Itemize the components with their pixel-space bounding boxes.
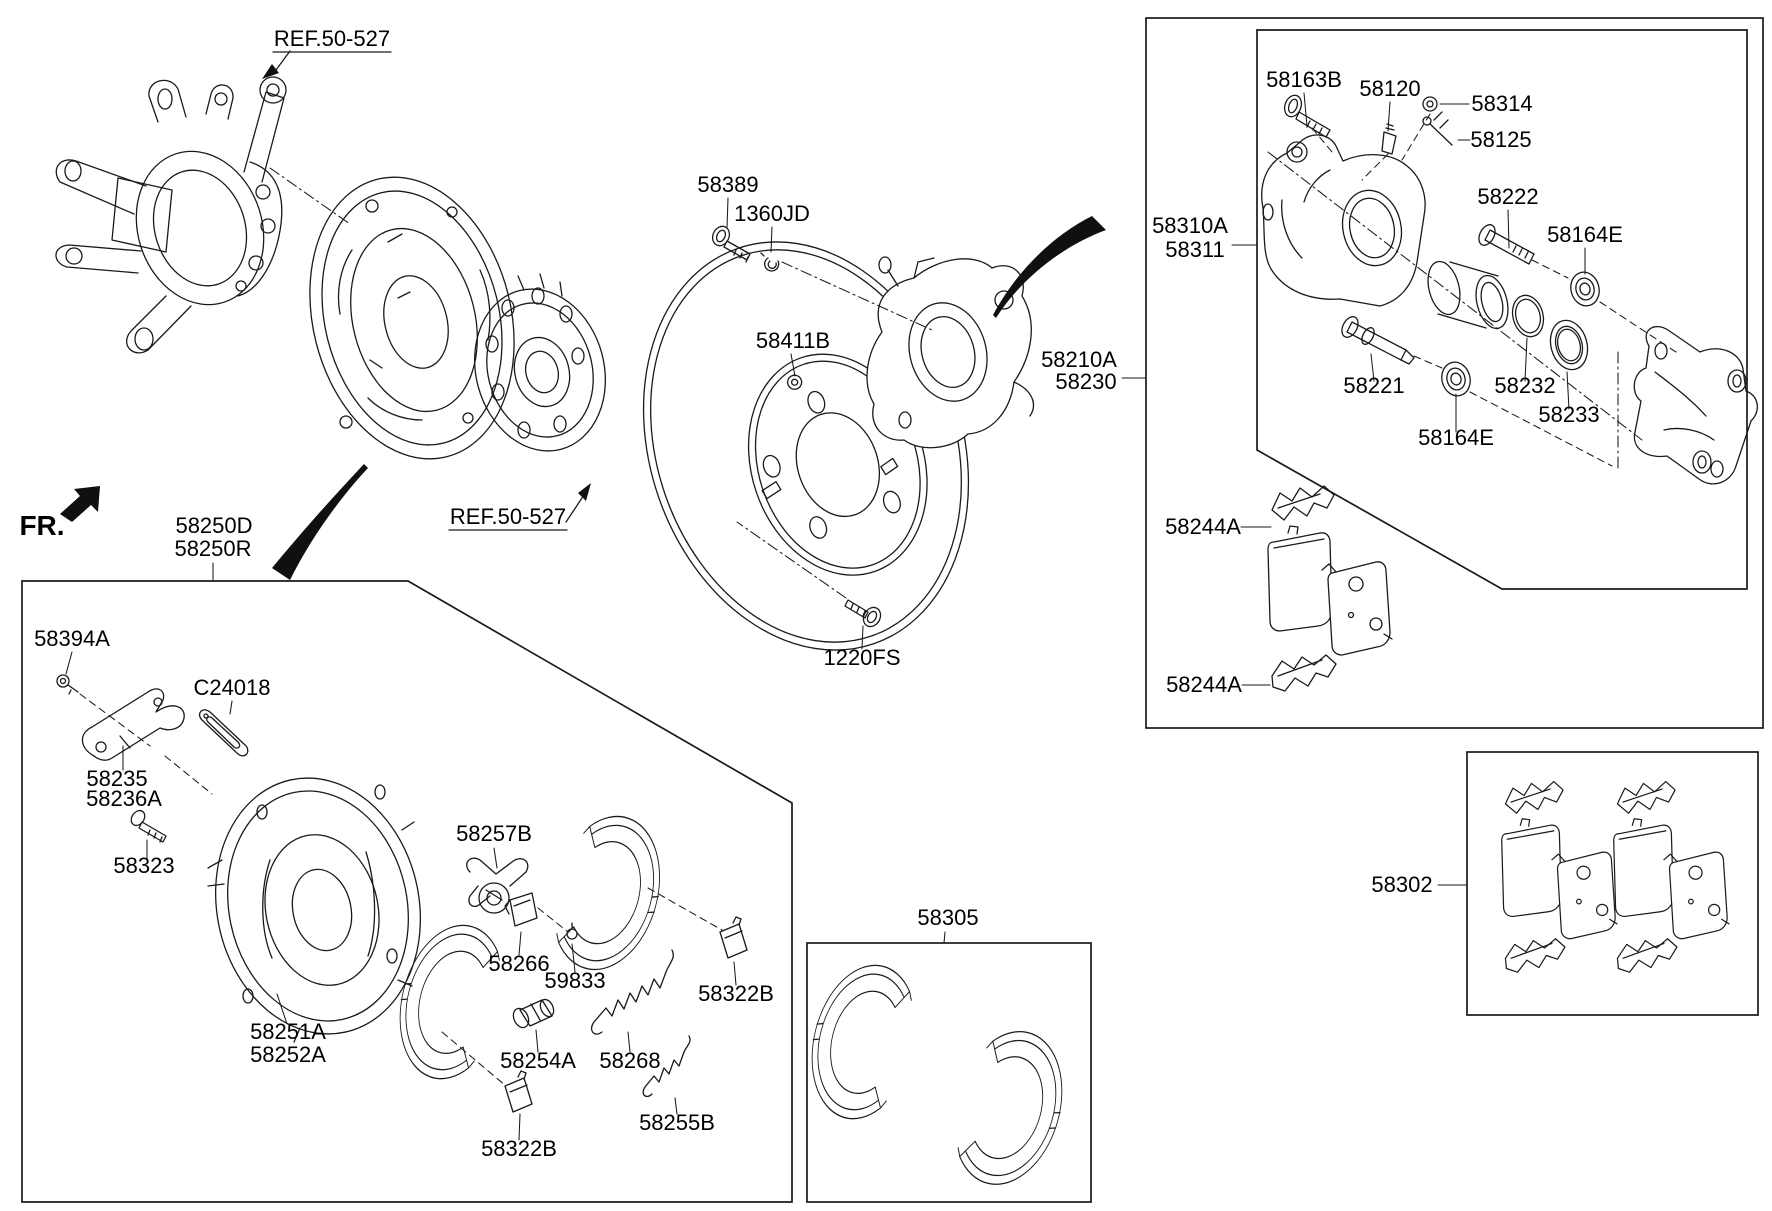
strut-58322b-bottom-drawing [504,1070,533,1113]
bolt-58163b-drawing [1283,94,1331,138]
label-58236a: 58236A [86,786,162,811]
screw-59833-drawing [566,922,578,940]
label-58310a: 58310A [1152,213,1228,238]
label-58250r: 58250R [174,536,251,561]
label-ref-mid: REF.50-527 [450,504,566,529]
guide-rod-58221-drawing [1341,316,1415,365]
label-58311: 58311 [1165,237,1225,262]
label-58233: 58233 [1538,402,1599,427]
label-59833: 59833 [544,968,605,993]
label-c24018: C24018 [193,675,270,700]
label-58244a-upper: 58244A [1165,514,1241,539]
pad-kit-box [1466,751,1759,1016]
label-58250d: 58250D [175,513,252,538]
hub-bearing-drawing [473,273,607,452]
boot-58164e-upper-drawing [1570,271,1600,307]
pin-58254a-drawing [512,998,555,1029]
detail-swoosh-upper [993,216,1106,318]
label-58251a: 58251A [250,1019,326,1044]
knuckle-drawing [55,76,287,354]
label-58266: 58266 [488,951,549,976]
bolt-58389-drawing [711,225,751,263]
bracket-58266-drawing [504,892,538,927]
caliper-kit-outer-box [1145,17,1764,729]
screw-58394a-drawing [56,674,79,695]
label-58254a: 58254A [500,1048,576,1073]
label-1220fs: 1220FS [823,645,900,670]
backing-plate-kit-box [21,580,793,1203]
label-58232: 58232 [1494,373,1555,398]
boot-58164e-lower-drawing [1441,361,1471,397]
label-58120: 58120 [1359,76,1420,101]
label-58323: 58323 [113,853,174,878]
pin-58125-drawing [1422,111,1453,146]
label-58322b-bottom: 58322B [481,1136,557,1161]
shoe-kit-box [806,942,1092,1203]
cable-end-c24018-drawing [198,709,249,757]
label-58244a-lower: 58244A [1166,672,1242,697]
detail-swoosh-lower [272,464,368,580]
caliper-body-drawing [1261,134,1426,307]
pad-set-kit-right [1613,780,1730,973]
label-fr: FR. [19,510,64,541]
label-58314: 58314 [1471,91,1532,116]
construction-lines [79,113,1677,1087]
label-58302: 58302 [1371,872,1432,897]
shoe-kit-left [796,953,919,1127]
pad-set-kit-left [1501,780,1618,973]
clip-1360jd-drawing [760,252,780,272]
bolt-58323-drawing [130,809,167,843]
dust-seal-58233-drawing [1549,319,1589,371]
parking-backing-plate-drawing [207,777,422,1043]
spring-58268-drawing [590,949,674,1035]
label-58235: 58235 [86,766,147,791]
label-58389: 58389 [697,172,758,197]
ref-top-arrow [262,50,291,79]
caliper-assembled-drawing [866,256,1035,449]
adjuster-58257b-drawing [466,857,529,914]
leader-lines [65,92,1586,1141]
spring-58255b-drawing [642,1035,691,1098]
label-58164e-lower: 58164E [1418,425,1494,450]
label-58221: 58221 [1343,373,1404,398]
strut-58322b-right-drawing [719,916,748,959]
fr-direction-arrow [60,486,100,522]
label-58210a: 58210A [1041,347,1117,372]
backing-plate-assembly-drawing [309,176,515,460]
label-58322b-right: 58322B [698,981,774,1006]
label-ref-top: REF.50-527 [274,26,390,51]
shoe-in-plate-box-left [384,913,507,1087]
label-58305: 58305 [917,905,978,930]
label-58164e-upper: 58164E [1547,222,1623,247]
seal-ring-58232-drawing [1511,294,1545,338]
caliper-detail-inner-box [1256,29,1748,590]
label-58230: 58230 [1055,369,1116,394]
ref-mid-arrow [565,483,591,523]
label-58222: 58222 [1477,184,1538,209]
guide-rod-58222-drawing [1478,224,1535,265]
lever-58235-drawing [81,688,185,761]
label-58394a: 58394A [34,626,110,651]
label-58163b: 58163B [1266,67,1342,92]
label-58411b: 58411B [756,328,830,353]
label-58257b: 58257B [456,821,532,846]
carrier-bracket-drawing [1633,325,1758,485]
bleeder-screw-58120-drawing [1381,123,1397,155]
label-58255b: 58255B [639,1110,715,1135]
piston-drawing [1427,260,1509,330]
label-1360jd: 1360JD [734,201,810,226]
screw-1220fs-drawing [844,599,882,628]
label-58268: 58268 [599,1048,660,1073]
label-58125: 58125 [1470,127,1531,152]
cap-58314-drawing [1422,96,1438,112]
shoe-kit-right [950,1022,1080,1198]
shoe-in-plate-box-right [549,807,677,983]
label-58252a: 58252A [250,1042,326,1067]
